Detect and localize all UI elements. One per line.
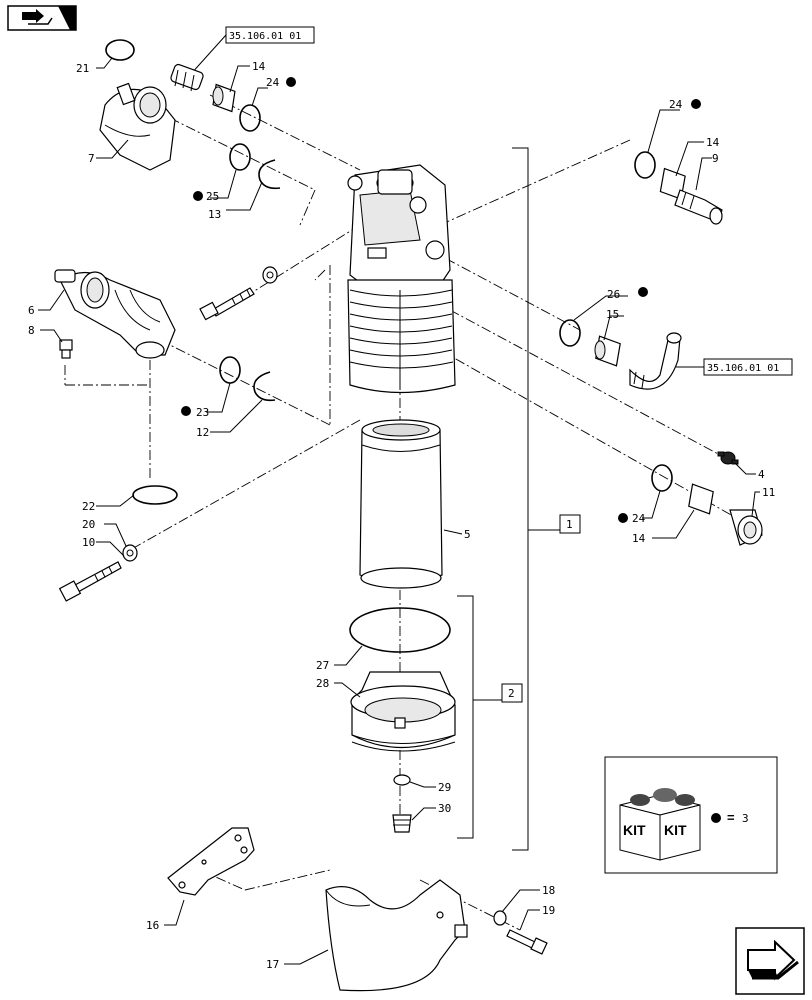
group-bracket-2: 2 — [457, 595, 523, 839]
bracket-16[interactable] — [167, 827, 255, 896]
callout-29: 29 — [438, 781, 451, 794]
kit-legend: KIT KIT = 3 — [604, 756, 778, 874]
filter-bowl[interactable] — [347, 279, 456, 394]
bolt-10[interactable] — [58, 561, 122, 602]
kit-text-1: KIT — [623, 822, 646, 838]
callout-19: 19 — [542, 904, 555, 917]
o-ring-26[interactable] — [559, 319, 581, 347]
callout-27: 27 — [316, 659, 329, 672]
o-ring-21[interactable] — [105, 39, 135, 61]
guard-17[interactable] — [325, 879, 468, 992]
callout-14-right: 14 — [706, 136, 720, 149]
callout-16: 16 — [146, 919, 159, 932]
group-bracket-1: 1 — [512, 147, 581, 851]
kit-quantity: 3 — [742, 812, 749, 825]
kit-box-icon: KIT KIT — [619, 788, 701, 861]
callout-24-right: 24 — [669, 98, 683, 111]
filter-element[interactable] — [359, 419, 443, 589]
next-page-arrow-icon[interactable] — [735, 927, 805, 995]
screw-8[interactable] — [59, 339, 73, 359]
callout-15: 15 — [606, 308, 619, 321]
plug-11[interactable] — [729, 509, 763, 546]
kit-equals: = — [727, 810, 735, 825]
bolt-19[interactable] — [506, 929, 548, 955]
reference-right-text: 35.106.01 01 — [707, 363, 779, 374]
callout-21: 21 — [76, 62, 89, 75]
callout-labels: 21 14 24 7 25 13 24 14 9 6 8 26 15 23 12… — [28, 60, 775, 971]
washer-18[interactable] — [493, 910, 507, 926]
callout-4: 4 — [758, 468, 765, 481]
callout-20: 20 — [82, 518, 95, 531]
sleeve-14-lower[interactable] — [685, 483, 717, 515]
kit-text-2: KIT — [664, 822, 687, 838]
o-ring-27[interactable] — [349, 607, 451, 653]
callout-10: 10 — [82, 536, 95, 549]
sleeve-14-top[interactable] — [209, 83, 238, 113]
callout-14-lower: 14 — [632, 532, 646, 545]
fitting-6[interactable] — [54, 269, 176, 359]
o-ring-24-right[interactable] — [634, 151, 656, 179]
callout-28: 28 — [316, 677, 329, 690]
o-ring-22[interactable] — [132, 485, 178, 505]
elbow-fitting[interactable] — [629, 332, 682, 390]
washer-20[interactable] — [122, 544, 138, 562]
callout-leaders — [38, 57, 760, 965]
callout-7: 7 — [88, 152, 95, 165]
callout-25: 25 — [206, 190, 219, 203]
o-ring-23[interactable] — [219, 356, 241, 384]
group-label-1: 1 — [566, 518, 573, 531]
group-label-2: 2 — [508, 687, 515, 700]
callout-6: 6 — [28, 304, 35, 317]
callout-23: 23 — [196, 406, 209, 419]
cap-4[interactable] — [717, 451, 739, 465]
callout-17: 17 — [266, 958, 279, 971]
bolt-center[interactable] — [199, 266, 278, 321]
reference-box-top[interactable]: 35.106.01 01 — [225, 26, 315, 44]
callout-26: 26 — [607, 288, 620, 301]
o-ring-24-top[interactable] — [239, 104, 261, 132]
snap-ring-13[interactable] — [258, 159, 281, 190]
callout-22: 22 — [82, 500, 95, 513]
callout-24-lower: 24 — [632, 512, 646, 525]
o-ring-24-lower[interactable] — [651, 464, 673, 492]
fitting-top[interactable] — [170, 63, 204, 92]
callout-9: 9 — [712, 152, 719, 165]
callout-14-top: 14 — [252, 60, 266, 73]
bowl-cap[interactable] — [350, 671, 456, 752]
callout-8: 8 — [28, 324, 35, 337]
drain-plug-30[interactable] — [392, 814, 412, 833]
reference-box-right[interactable]: 35.106.01 01 — [703, 358, 793, 376]
reference-top-text: 35.106.01 01 — [229, 31, 301, 42]
book-arrow-icon[interactable] — [7, 5, 77, 31]
callout-5: 5 — [464, 528, 471, 541]
callout-24-top: 24 — [266, 76, 280, 89]
snap-ring-12[interactable] — [253, 371, 276, 402]
fitting-7[interactable] — [99, 82, 176, 171]
callout-18: 18 — [542, 884, 555, 897]
fitting-9[interactable] — [674, 189, 723, 225]
sleeve-15[interactable] — [592, 335, 624, 367]
callout-30: 30 — [438, 802, 451, 815]
o-ring-25[interactable] — [229, 143, 251, 171]
callout-13: 13 — [208, 208, 221, 221]
washer-29[interactable] — [393, 774, 411, 786]
kit-bullet-icon — [711, 813, 721, 823]
callout-12: 12 — [196, 426, 209, 439]
filter-head[interactable] — [347, 164, 451, 320]
kit-markers — [181, 77, 701, 523]
callout-11: 11 — [762, 486, 775, 499]
